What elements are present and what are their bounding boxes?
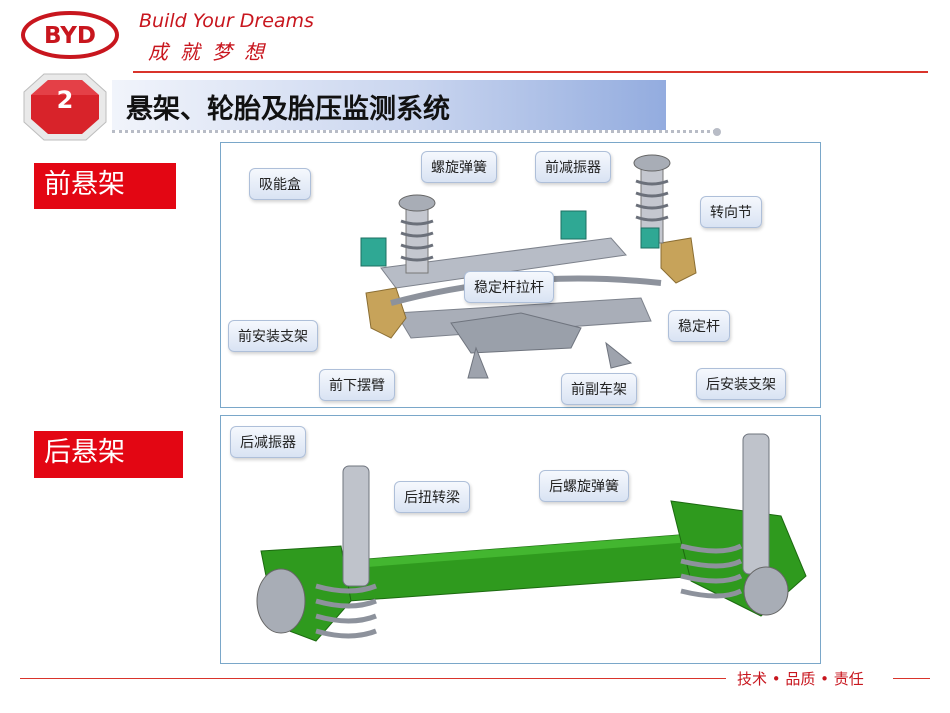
section-title-bar <box>112 80 666 130</box>
footer-divider-right <box>893 678 930 679</box>
callout-coil-spring: 螺旋弹簧 <box>421 151 497 183</box>
rear-suspension-image <box>220 415 821 664</box>
callout-rear-bracket: 后安装支架 <box>696 368 786 400</box>
byd-logo: BYD <box>21 11 119 59</box>
slogan-chinese: 成就梦想 <box>148 40 276 64</box>
callout-knuckle: 转向节 <box>700 196 762 228</box>
callout-subframe: 前副车架 <box>561 373 637 405</box>
front-suspension-tag: 前悬架 <box>34 163 176 209</box>
callout-rear-coil-spring: 后螺旋弹簧 <box>539 470 629 502</box>
title-dotted-rule <box>112 130 716 133</box>
section-number: 2 <box>56 86 74 114</box>
callout-stabilizer-bar: 稳定杆 <box>668 310 730 342</box>
header-divider <box>133 71 928 73</box>
rear-suspension-illustration <box>256 433 807 642</box>
section-title: 悬架、轮胎及胎压监测系统 <box>126 94 450 125</box>
footer-motto: 技术 • 品质 • 责任 <box>737 670 864 688</box>
callout-stabilizer-link: 稳定杆拉杆 <box>464 271 554 303</box>
octagon-badge-icon <box>23 73 107 141</box>
callout-energy-box: 吸能盒 <box>249 168 311 200</box>
title-rule-end-dot <box>713 128 721 136</box>
footer-divider-left <box>20 678 726 679</box>
front-suspension-illustration <box>360 154 697 379</box>
callout-front-shock: 前减振器 <box>535 151 611 183</box>
callout-torsion-beam: 后扭转梁 <box>394 481 470 513</box>
brand-text: BYD <box>44 23 96 49</box>
rear-suspension-tag: 后悬架 <box>34 431 183 478</box>
callout-rear-shock: 后减振器 <box>230 426 306 458</box>
slogan-english: Build Your Dreams <box>139 10 314 32</box>
callout-front-bracket: 前安装支架 <box>228 320 318 352</box>
callout-lower-arm: 前下摆臂 <box>319 369 395 401</box>
